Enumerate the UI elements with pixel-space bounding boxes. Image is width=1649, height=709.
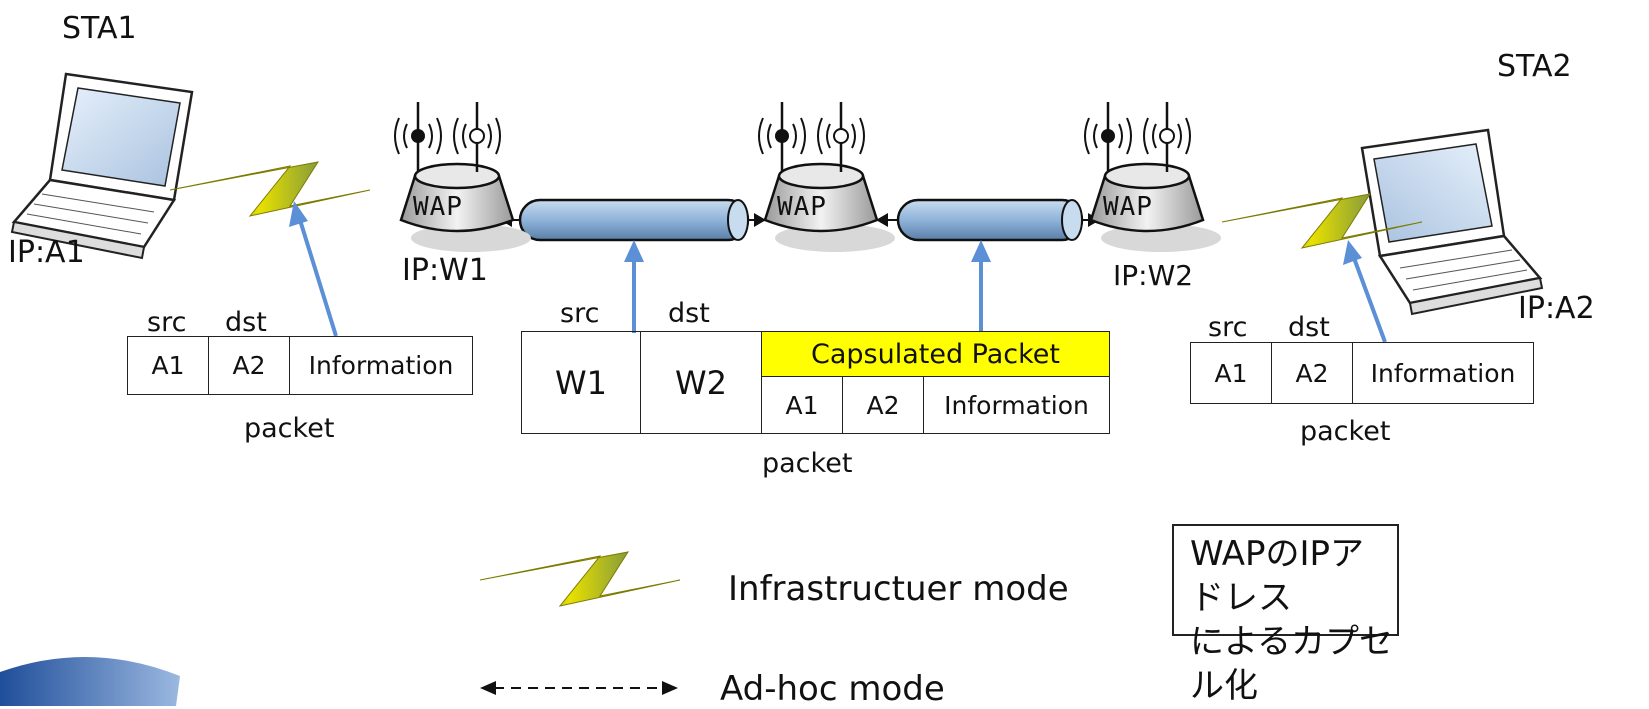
right-packet-dst-cell: A2: [1271, 342, 1353, 404]
center-inner-src-cell: A1: [761, 376, 843, 434]
left-packet-info-cell: Information: [289, 336, 473, 395]
center-dst-header: dst: [668, 298, 710, 329]
tunnel-right: [876, 198, 1100, 242]
left-packet-table: A1 A2 Information: [127, 336, 473, 395]
wap-router-left-icon: [394, 102, 531, 252]
note-line-1: WAPのIPアドレス: [1190, 534, 1365, 618]
arrow-right-packet-to-link: [1343, 240, 1387, 343]
center-packet-table: W1 W2 Capsulated Packet A1 A2 Informatio…: [521, 331, 1110, 434]
tunnel-left: [500, 198, 766, 242]
encapsulation-note-box: WAPのIPアドレス によるカプセル化: [1172, 524, 1399, 706]
lightning-legend-icon: [479, 551, 681, 607]
left-dst-header: dst: [225, 307, 267, 338]
wap1-ip: IP:W1: [402, 253, 488, 288]
lightning-right-icon: [1221, 193, 1423, 249]
right-packet-info-cell: Information: [1352, 342, 1534, 404]
center-outer-src-cell: W1: [521, 331, 641, 434]
wap-left-label: WAP: [413, 192, 463, 222]
right-packet-caption: packet: [1300, 416, 1391, 447]
wap-router-center-icon: [758, 102, 895, 252]
laptop-sta2-icon: [1360, 128, 1544, 316]
left-packet-caption: packet: [244, 413, 335, 444]
wap-router-right-icon: [1084, 102, 1221, 252]
center-src-header: src: [560, 298, 600, 329]
center-outer-dst-cell: W2: [640, 331, 762, 434]
note-line-2: によるカプセル化: [1190, 622, 1393, 706]
laptop-sta1-icon: [10, 72, 194, 260]
right-dst-header: dst: [1288, 312, 1330, 343]
left-src-header: src: [147, 307, 187, 338]
left-packet-dst-cell: A2: [208, 336, 290, 395]
adhoc-legend-arrow: [480, 681, 678, 695]
legend-adhoc-label: Ad-hoc mode: [720, 669, 945, 709]
center-packet-caption: packet: [762, 448, 853, 479]
wap-right-label: WAP: [1103, 192, 1153, 222]
sta2-ip: IP:A2: [1518, 291, 1595, 326]
sta1-ip: IP:A1: [8, 235, 85, 270]
arrow-capsule-to-tunnel-right: [971, 240, 991, 333]
right-src-header: src: [1208, 312, 1248, 343]
lightning-left-icon: [169, 161, 371, 217]
decorative-swoosh: [0, 656, 180, 706]
center-inner-info-cell: Information: [923, 376, 1110, 434]
arrow-left-packet-to-link: [289, 201, 338, 337]
capsulated-packet-header: Capsulated Packet: [761, 331, 1110, 377]
wap2-ip: IP:W2: [1113, 259, 1194, 292]
right-packet-src-cell: A1: [1190, 342, 1272, 404]
sta2-name: STA2: [1497, 49, 1572, 84]
sta1-name: STA1: [62, 11, 137, 46]
legend-infrastructure-label: Infrastructuer mode: [728, 569, 1069, 609]
arrow-center-packet-to-tunnel-left: [624, 240, 644, 333]
center-inner-dst-cell: A2: [842, 376, 924, 434]
right-packet-table: A1 A2 Information: [1190, 342, 1534, 404]
wap-center-label: WAP: [777, 192, 827, 222]
left-packet-src-cell: A1: [127, 336, 209, 395]
